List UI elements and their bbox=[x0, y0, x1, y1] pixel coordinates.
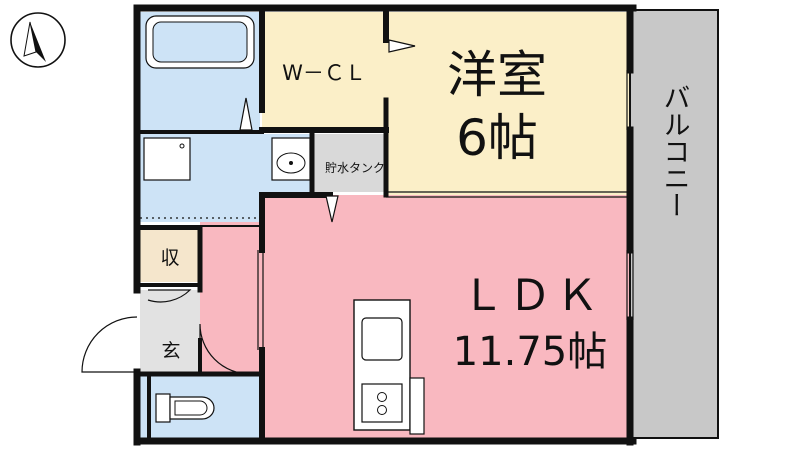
ldk-name: ＬＤＫ bbox=[462, 271, 603, 321]
water-tank-area bbox=[314, 134, 386, 192]
counter-end bbox=[409, 377, 425, 435]
western-room-area bbox=[386, 12, 630, 195]
storage-area bbox=[140, 230, 200, 282]
washbasin-icon bbox=[271, 137, 311, 181]
washing-machine-icon bbox=[143, 137, 191, 181]
door-swings bbox=[81, 39, 416, 375]
entrance-area bbox=[140, 290, 200, 374]
north-arrow-icon bbox=[10, 12, 66, 68]
western-room-size: 6帖 bbox=[456, 109, 538, 167]
walls bbox=[133, 4, 637, 446]
toilet-icon bbox=[155, 393, 215, 423]
ldk-area bbox=[262, 195, 630, 438]
balcony-area bbox=[630, 10, 718, 438]
bathtub-icon bbox=[145, 15, 255, 69]
kitchen-sink-icon bbox=[361, 317, 403, 361]
water-tank-label: 貯水タンク bbox=[325, 161, 385, 175]
hallway-area bbox=[200, 222, 262, 374]
stove-icon bbox=[361, 383, 403, 423]
wcl-label: W－ＣＬ bbox=[282, 61, 366, 85]
storage-label: 収 bbox=[160, 247, 179, 269]
western-room-name: 洋室 bbox=[447, 46, 547, 104]
balcony-label: バルコニー bbox=[659, 84, 690, 219]
ldk-size: 11.75帖 bbox=[453, 329, 608, 375]
entrance-label: 玄 bbox=[161, 340, 180, 362]
window-marks bbox=[140, 70, 634, 350]
wcl-area bbox=[262, 12, 386, 130]
